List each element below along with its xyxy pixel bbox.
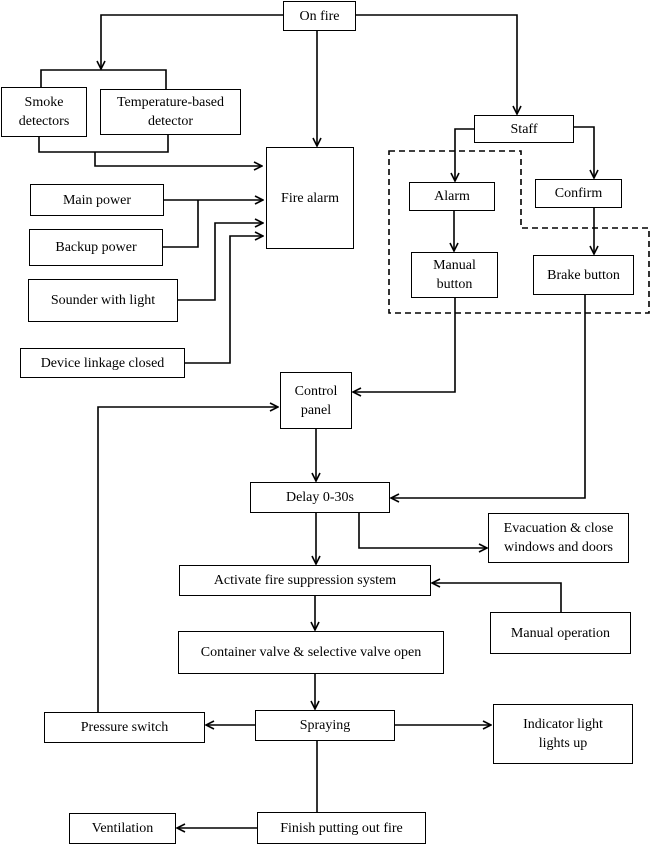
node-staff: Staff	[474, 115, 574, 143]
node-spraying: Spraying	[255, 710, 395, 741]
node-sounder-with-light: Sounder with light	[28, 279, 178, 322]
node-on-fire: On fire	[283, 1, 356, 31]
arrow-delay-evacuation	[358, 513, 487, 548]
arrow-brake-delay	[391, 295, 586, 498]
node-temperature-detector: Temperature-based detector	[100, 89, 241, 135]
detector-bottom-bracket	[38, 135, 169, 153]
arrow-manualbutton-controlpanel	[353, 298, 456, 392]
node-backup-power: Backup power	[29, 229, 163, 266]
arrow-staff-confirm	[574, 126, 594, 178]
detector-top-bracket	[40, 69, 167, 89]
arrow-manualop-activate	[432, 583, 562, 612]
node-manual-button: Manual button	[411, 252, 498, 298]
node-main-power: Main power	[30, 184, 164, 216]
node-delay: Delay 0-30s	[250, 482, 390, 513]
node-brake-button: Brake button	[533, 255, 634, 295]
line-backuppower	[163, 200, 199, 248]
node-smoke-detectors: Smoke detectors	[1, 87, 87, 137]
node-pressure-switch: Pressure switch	[44, 712, 205, 743]
arrow-onfire-staff	[356, 14, 517, 114]
node-fire-alarm: Fire alarm	[266, 147, 354, 249]
node-ventilation: Ventilation	[69, 813, 176, 844]
node-alarm: Alarm	[409, 182, 495, 211]
arrow-onfire-detectors	[101, 14, 283, 69]
staff-action-group-outline	[388, 150, 650, 314]
arrow-sounder-firealarm	[178, 223, 263, 301]
node-activate-suppression: Activate fire suppression system	[179, 565, 431, 596]
node-finish-putting-out-fire: Finish putting out fire	[257, 812, 426, 844]
node-evacuation: Evacuation & close windows and doors	[488, 513, 629, 563]
node-container-valve: Container valve & selective valve open	[178, 631, 444, 674]
node-manual-operation: Manual operation	[490, 612, 631, 654]
arrow-device-firealarm	[185, 236, 263, 364]
arrow-detectors-firealarm	[94, 152, 262, 166]
arrow-pressure-controlpanel	[97, 407, 278, 712]
arrow-staff-alarm	[455, 128, 474, 181]
node-indicator-light: Indicator light lights up	[493, 704, 633, 764]
node-confirm: Confirm	[535, 179, 622, 208]
node-device-linkage: Device linkage closed	[20, 348, 185, 378]
node-control-panel: Control panel	[280, 372, 352, 429]
